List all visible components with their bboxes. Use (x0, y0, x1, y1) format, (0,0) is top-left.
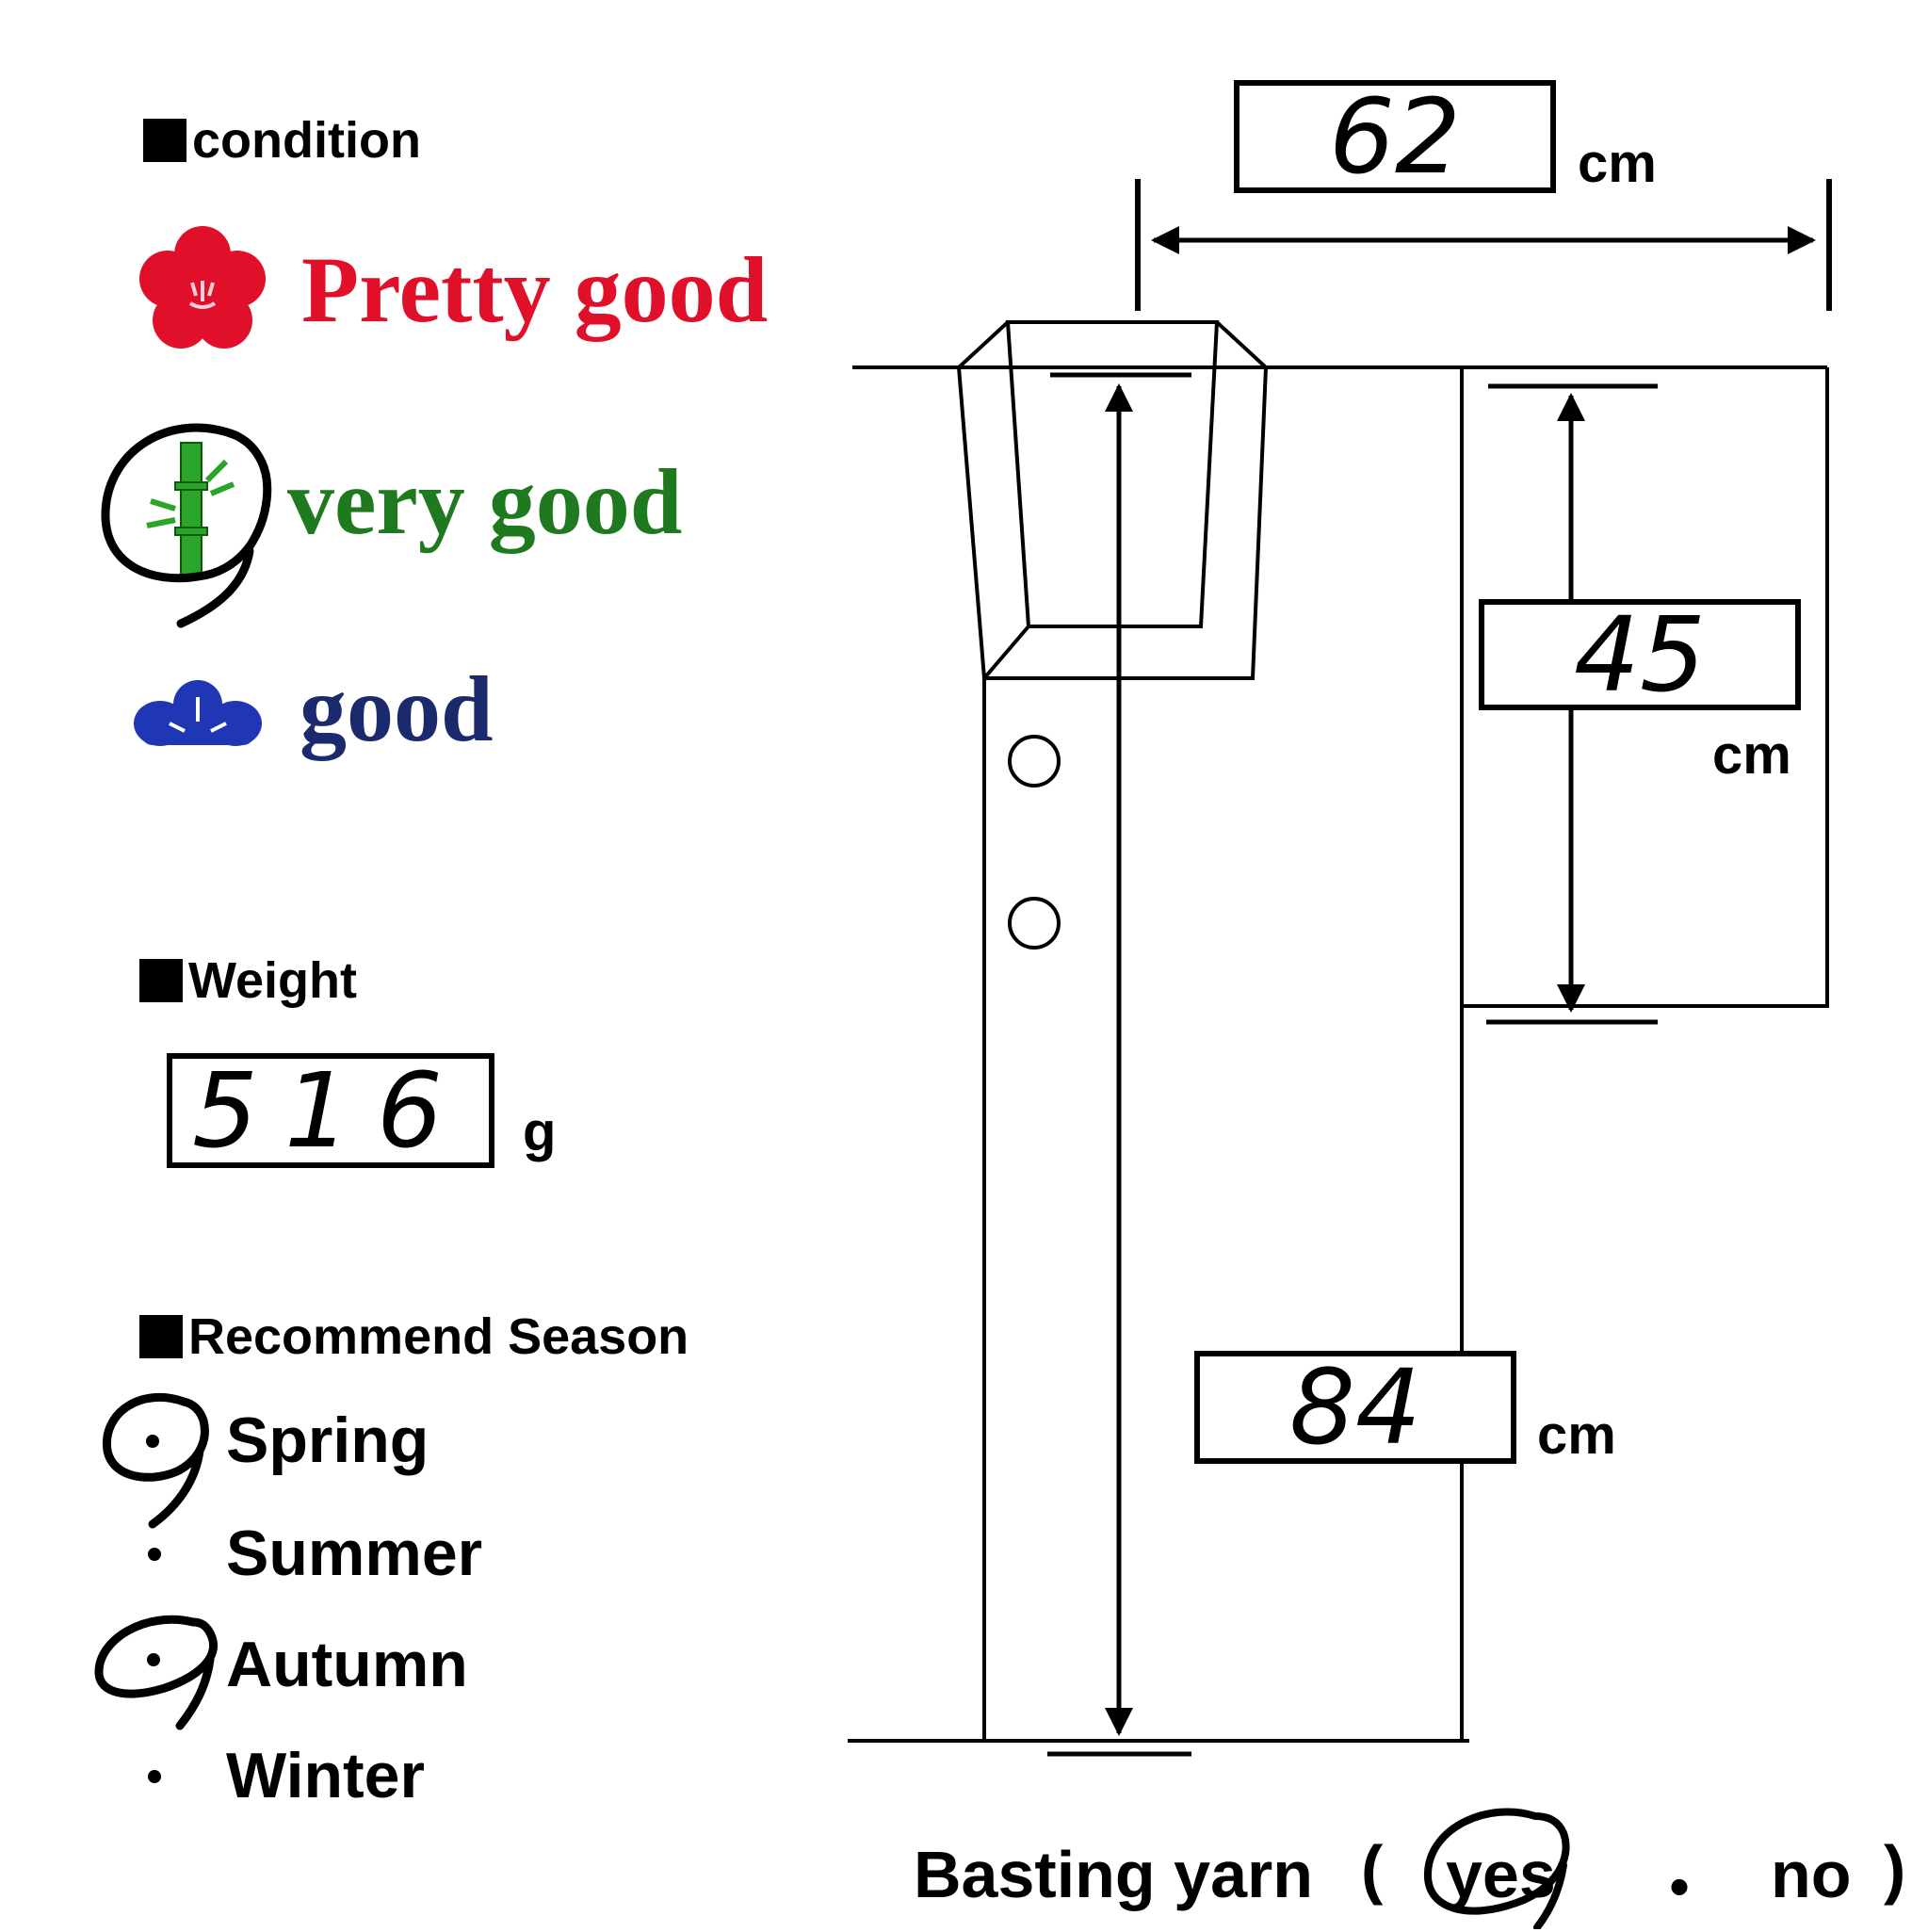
basting-yarn-label: Basting yarn (914, 1838, 1313, 1911)
season-heading: Recommend Season (139, 1307, 689, 1366)
weight-unit: g (523, 1101, 557, 1162)
selection-circle-icon (101, 423, 272, 628)
condition-very-good: very good (287, 449, 683, 554)
autumn-selection-circle-icon (94, 1615, 218, 1730)
season-spring: Spring (226, 1404, 429, 1476)
season-summer: Summer (226, 1518, 483, 1589)
condition-good: good (300, 657, 494, 761)
width-unit: cm (1578, 133, 1657, 194)
collar-inner (1005, 320, 1220, 628)
spring-selection-circle-icon (102, 1393, 209, 1529)
square-bullet-icon (143, 119, 186, 162)
sleeve-value: 45 (1574, 594, 1706, 715)
plum-blossom-icon (139, 226, 266, 349)
season-winter: Winter (226, 1740, 425, 1811)
weight-value-box: 516 (167, 1053, 494, 1168)
button-circle (1008, 735, 1061, 787)
bamboo-icon (146, 442, 235, 576)
button-circle (1008, 897, 1061, 950)
basting-open-paren: ( (1361, 1832, 1384, 1906)
basting-yes: yes (1446, 1838, 1556, 1911)
length-value-box: 84 (1194, 1351, 1516, 1464)
condition-pretty-good: Pretty good (301, 237, 769, 342)
length-unit: cm (1537, 1404, 1616, 1466)
yes-selection-circle-icon (1423, 1808, 1570, 1929)
width-value-box: 62 (1234, 80, 1556, 193)
length-value: 84 (1289, 1347, 1421, 1468)
pine-icon (134, 680, 262, 746)
condition-heading: condition (143, 111, 421, 170)
square-bullet-icon (139, 1315, 183, 1358)
weight-heading: Weight (139, 951, 357, 1010)
summer-bullet-icon (148, 1548, 161, 1561)
square-bullet-icon (139, 959, 183, 1002)
basting-no: no (1771, 1838, 1852, 1911)
winter-bullet-icon (148, 1770, 161, 1783)
width-value: 62 (1329, 76, 1461, 197)
sleeve-value-box: 45 (1479, 599, 1801, 710)
sleeve-unit: cm (1712, 724, 1791, 786)
basting-close-paren: ) (1884, 1832, 1906, 1906)
basting-separator: ・ (1646, 1853, 1712, 1926)
weight-value: 516 (192, 1050, 469, 1171)
body-panel (982, 367, 1464, 1743)
season-autumn: Autumn (226, 1629, 468, 1700)
